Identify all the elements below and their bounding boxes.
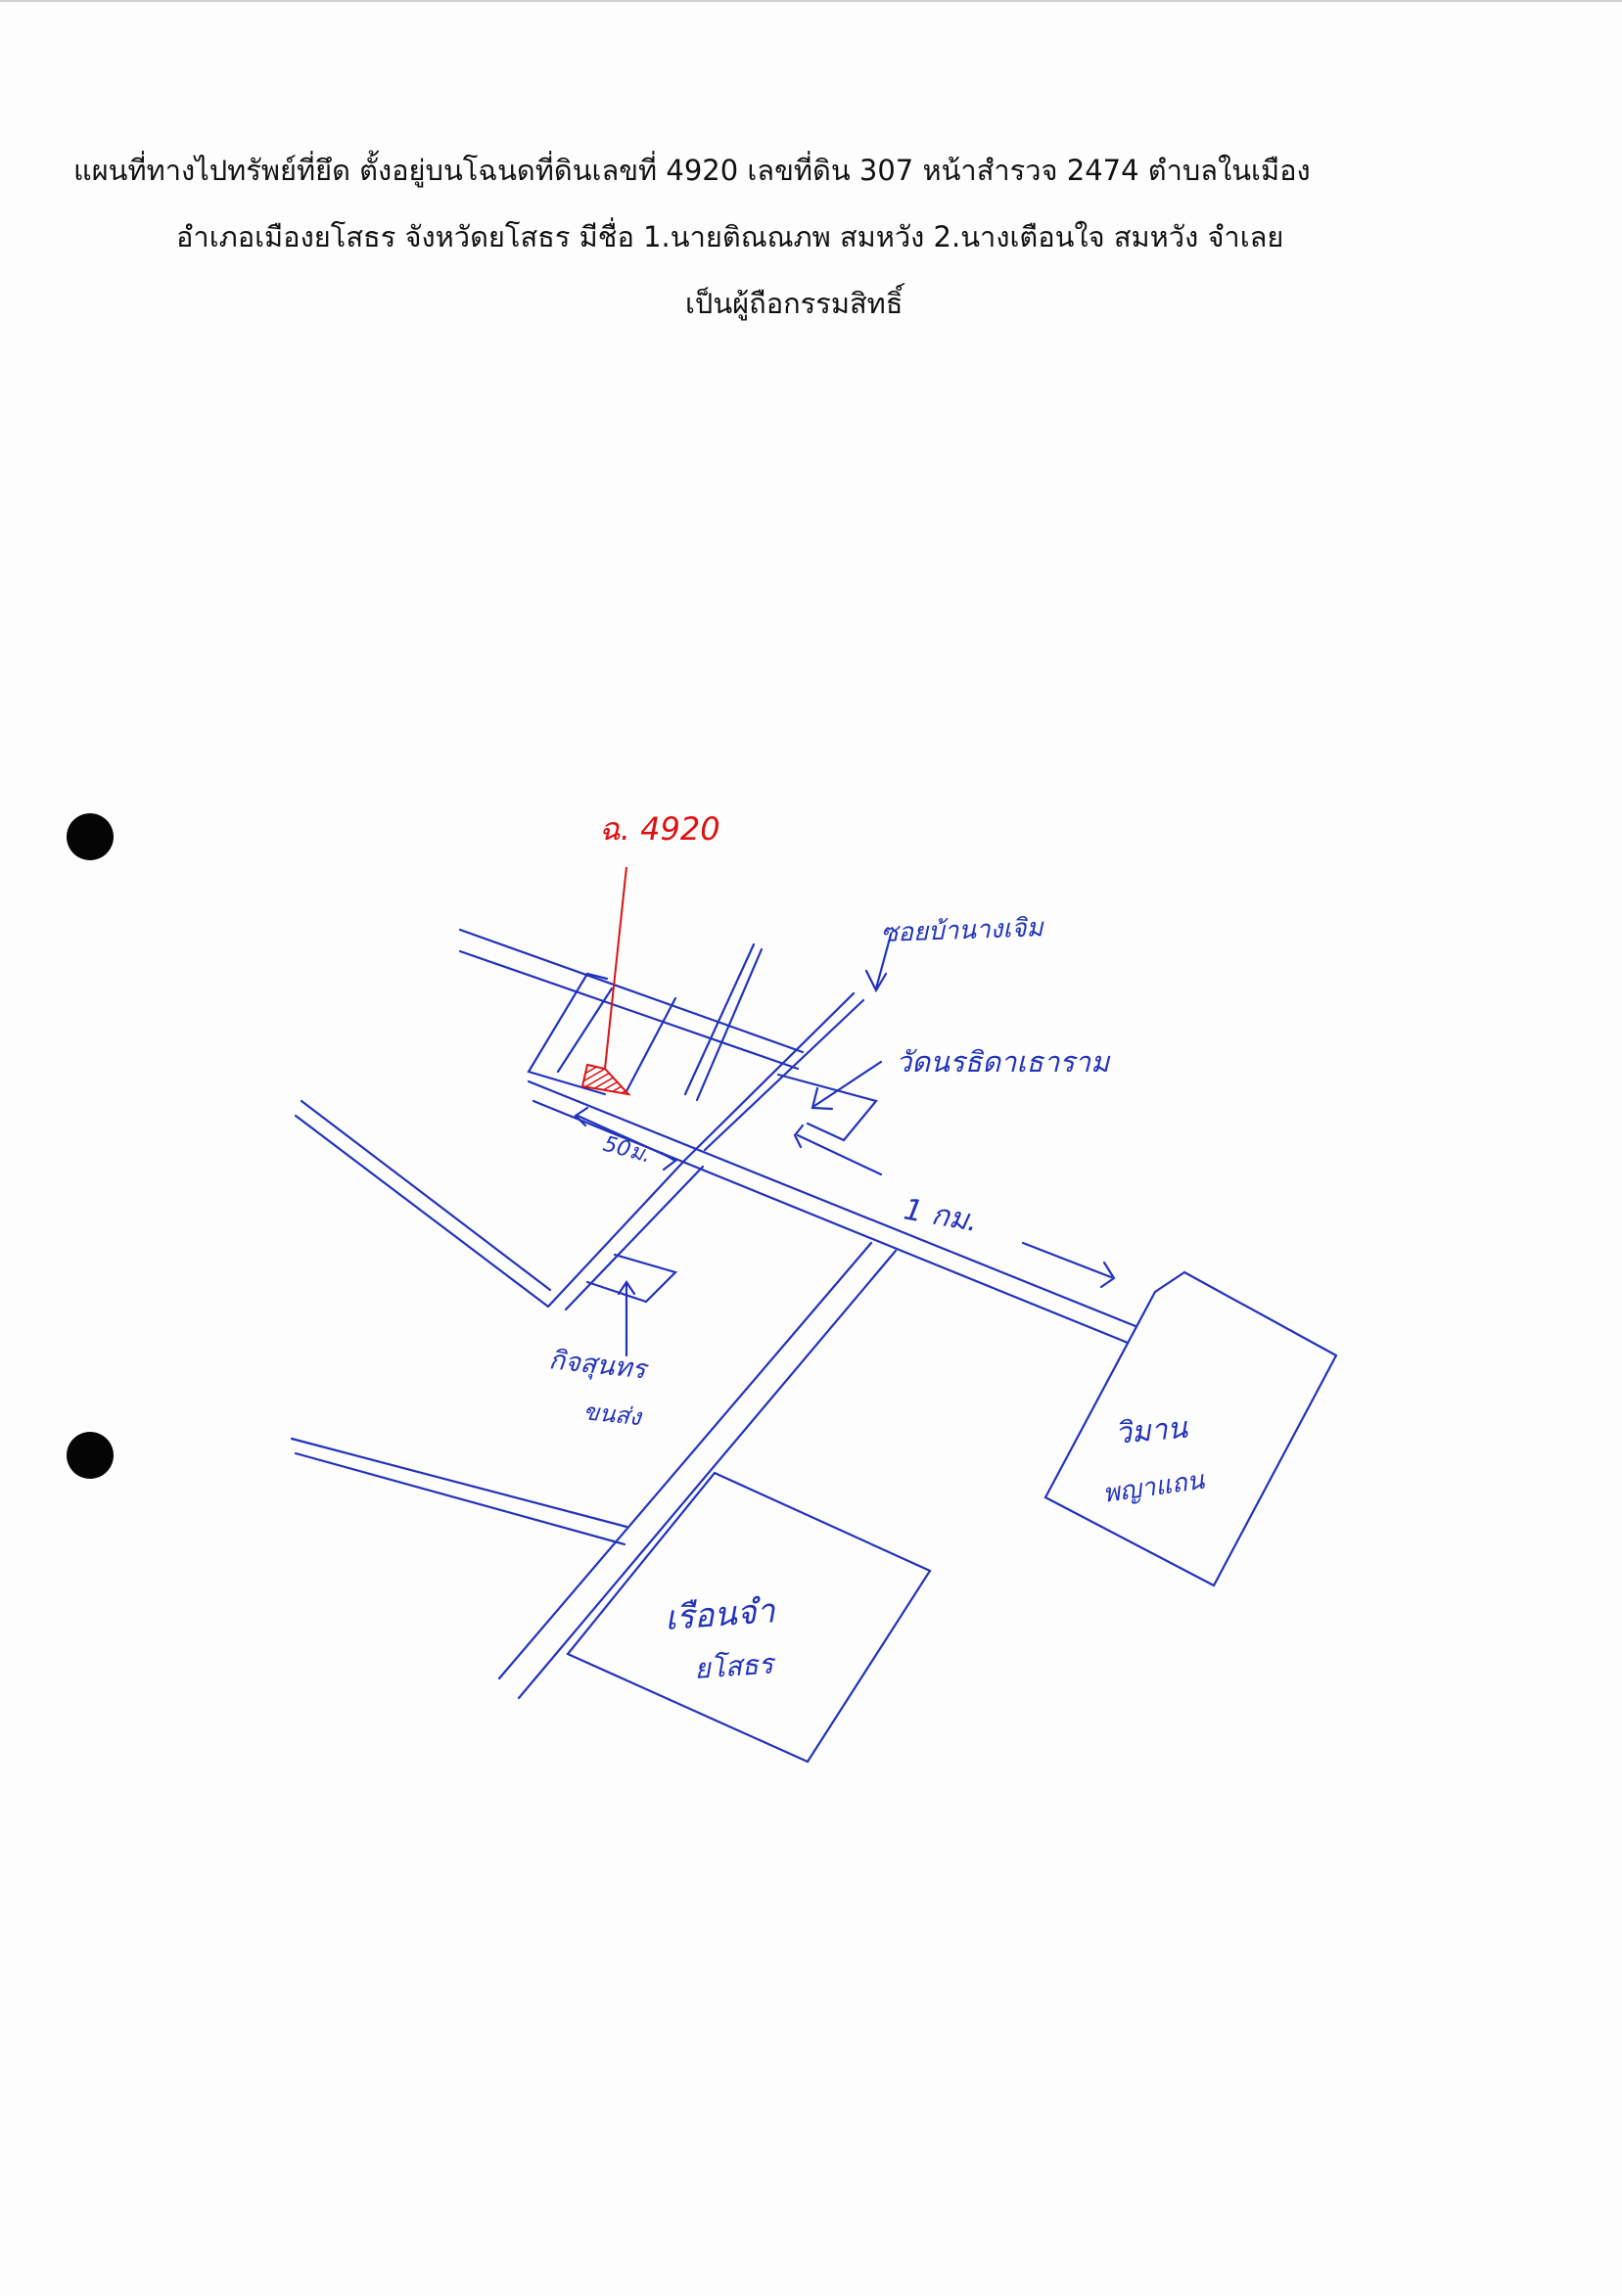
distance-1km-label: 1 กม.	[902, 1192, 981, 1239]
heading-line-2: อำเภอเมืองยโสธร จังหวัดยโสธร มีชื่อ 1.นา…	[176, 220, 1284, 253]
distance-1km-arrow-right	[1021, 1241, 1116, 1289]
vimarn-label-2: พญาแถน	[1101, 1466, 1208, 1509]
lower-left-road	[290, 1437, 628, 1546]
small-side-road	[683, 942, 764, 1102]
upper-road	[458, 928, 805, 1071]
kitsunthorn-label-2: ขนส่ง	[581, 1398, 644, 1431]
parcel-block	[527, 972, 677, 1096]
kitsunthorn-arrow	[617, 1280, 636, 1357]
temple-label: วัดนรธิดาเธาราม	[896, 1045, 1111, 1079]
prison-label-2: ยโสธร	[693, 1647, 777, 1685]
punch-hole-lower	[67, 1432, 114, 1479]
parcel-label: ฉ. 4920	[599, 810, 720, 848]
distance-50m-arrow	[574, 1106, 677, 1171]
soi-road	[546, 991, 865, 1311]
kitsunthorn-label-1: กิจสุนทร	[547, 1345, 651, 1387]
road-to-prison	[497, 1241, 898, 1700]
temple-building	[776, 1073, 878, 1142]
soi-arrow	[864, 933, 893, 993]
temple-arrow	[811, 1060, 883, 1111]
heading-line-3: เป็นผู้ถือกรรมสิทธิ์	[685, 287, 904, 320]
heading-line-1: แผนที่ทางไปทรัพย์ที่ยึด ตั้งอยู่บนโฉนดที…	[73, 154, 1311, 187]
vimarn-block	[1043, 1270, 1338, 1587]
main-road-east	[527, 1079, 1137, 1345]
prison-block	[566, 1471, 932, 1764]
page-top-edge	[0, 0, 1622, 2]
soi-label: ซอยบ้านางเจิม	[880, 913, 1045, 948]
distance-1km-arrow-left	[793, 1124, 883, 1176]
punch-hole-upper	[67, 813, 114, 860]
vimarn-label-1: วิมาน	[1114, 1411, 1190, 1451]
kitsunthorn-building	[585, 1253, 678, 1304]
distance-50m-label: 50ม.	[600, 1132, 653, 1169]
left-diagonal-road	[294, 1099, 552, 1309]
prison-label-1: เรือนจำ	[664, 1591, 777, 1638]
parcel-4920-marker	[580, 866, 631, 1096]
